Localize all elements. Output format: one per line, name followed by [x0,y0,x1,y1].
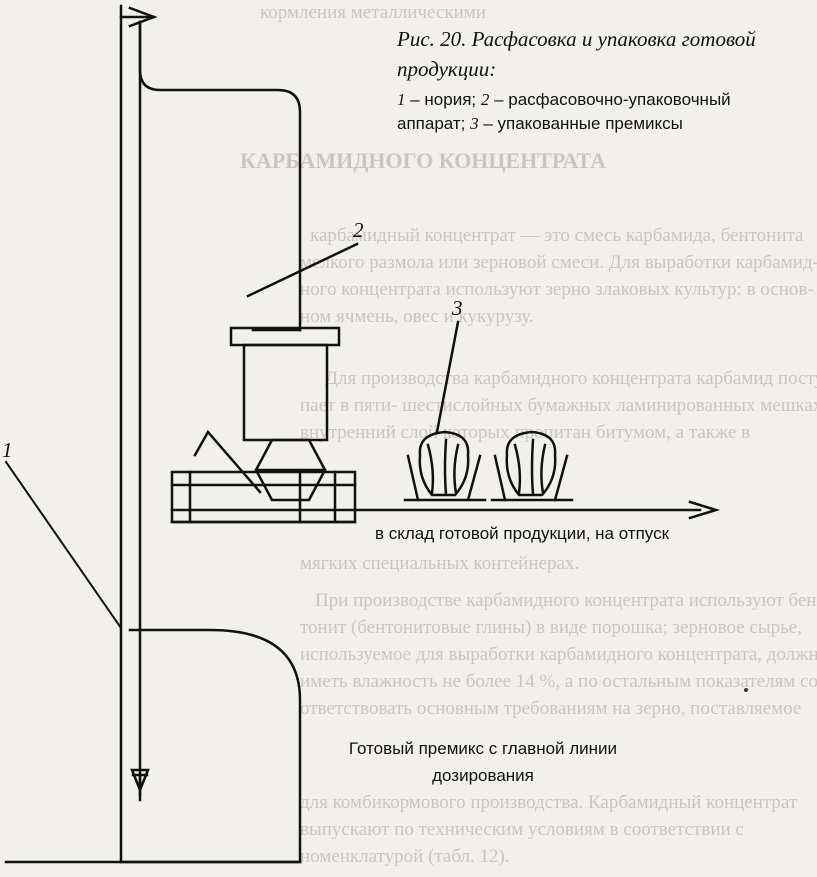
machine-hopper-body [242,343,329,442]
bg-line-1: КАРБАМИДНОГО КОНЦЕНТРАТА [240,148,606,173]
premix-source-label: Готовый премикс с главной линии дозирова… [348,739,618,785]
destination-label: в склад готовой продукции, на отпуск [375,524,670,543]
machine-chute [193,429,262,494]
bg-line-2: карбамидный концентрат — это смесь карба… [310,225,804,246]
bg-line-17: номенклатурой (табл. 12). [300,846,510,867]
bg-line-11: тонит (бентонитовые глины) в виде порошк… [300,617,802,638]
bg-line-10: При производстве карбамидного концентрат… [315,590,817,611]
premix-bag-1 [403,430,487,502]
figure-caption: Рис. 20. Расфасовка и упаковка готовой п… [397,27,756,81]
packaged-premixes [403,320,574,502]
premix-bag-2 [490,430,574,502]
label-packer: 2 [353,218,364,242]
bg-line-9: мягких специальных контейнерах. [300,553,580,574]
bg-line-3: мелкого размола или зерновой смеси. Для … [300,252,817,273]
legend-text-3: – упакованные премиксы [478,114,683,133]
bg-line-15: для комбикормового производства. Карбами… [300,792,798,813]
noria-head-outer [138,20,302,332]
conveyor-arrow-head [688,500,721,520]
noria-elevator [4,4,302,864]
bg-line-14: ответствовать основным требованиям на зе… [300,698,802,719]
label-noria: 1 [2,438,13,462]
bg-line-4: ного концентрата используют зерно злаков… [300,279,814,300]
noria-boot [119,628,302,864]
bg-line-12: используемое для выработки карбамидного … [300,644,817,665]
legend-num-2: 2 [480,90,490,109]
figure-legend: 1 – нория; 2 – расфасовочно-упаковочный … [397,88,802,136]
label-packages: 3 [452,296,463,320]
dot-mark [744,688,748,692]
label-1-leader [4,460,123,630]
noria-bottom-arrow-head [130,768,150,794]
legend-num-3: 3 [470,114,479,133]
legend-num-1: 1 [397,90,406,109]
machine-base-box [170,470,357,524]
bg-line-16: выпускают по техническим условиям в соот… [300,819,744,840]
label-2-leader [246,242,359,298]
legend-text-1: – нория; [405,90,481,109]
packing-machine [170,242,359,524]
legend-text-2: – расфасовочно-упаковочный аппарат; [397,90,731,133]
bg-line-7: пает в пяти- шестислойных бумажных ламин… [300,395,817,416]
bg-line-5: ном ячмень, овес и кукурузу. [300,306,534,327]
conveyor [353,500,721,520]
bg-line-0: кормления металлическими [260,2,486,23]
bg-line-13: иметь влажность не более 14 %, а по оста… [300,671,817,692]
label-3-leader [435,320,460,434]
noria-top-arrow-head [128,6,158,28]
